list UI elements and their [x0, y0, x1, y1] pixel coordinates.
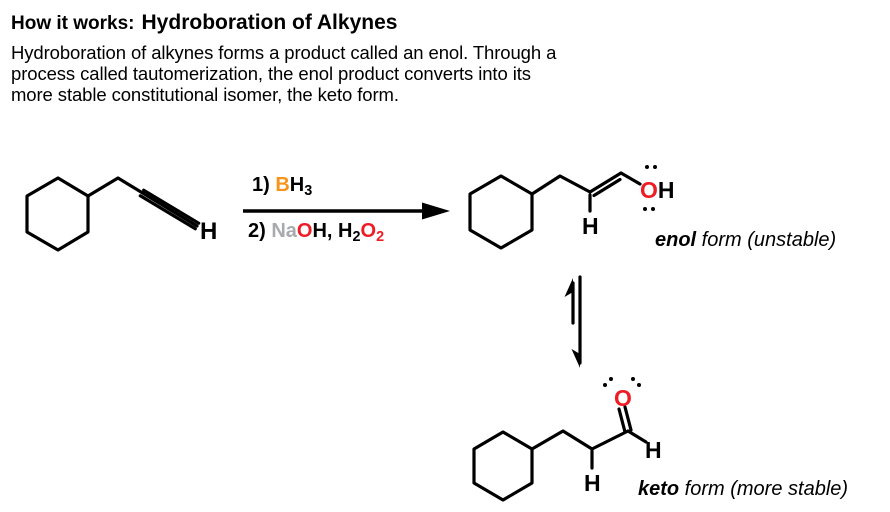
lone-pair-dot — [653, 165, 657, 169]
lone-pair-dot — [609, 377, 613, 381]
cyclohexane-ring — [472, 430, 534, 502]
enol-caption-rest: form (unstable) — [696, 229, 837, 251]
reagent-step-2: 2) NaOH, H2O2 — [248, 220, 384, 244]
equilibrium-down-arrow-head — [571, 349, 580, 368]
triple-bond-line-upper — [142, 188, 201, 225]
cyclohexane-ring — [25, 176, 90, 252]
lone-pair-dot — [637, 383, 641, 387]
equilibrium-up-arrow-head — [564, 278, 573, 297]
bh3-subscript: 3 — [304, 183, 313, 200]
keto-alpha-h-label: H — [584, 470, 601, 496]
lone-pair-dot — [651, 207, 655, 211]
step-2-number: 2) — [248, 220, 272, 242]
double-bond-main — [588, 171, 623, 194]
intro-paragraph: Hydroboration of alkynes forms a product… — [11, 42, 556, 105]
figure-title: How it works: Hydroboration of Alkynes — [11, 11, 397, 35]
alkyne-structure — [25, 176, 201, 252]
keto-caption-rest: form (more stable) — [679, 478, 849, 500]
oxygen-symbol: O — [296, 220, 313, 242]
boron-symbol: B — [275, 174, 290, 196]
keto-carbonyl-o-label: O — [614, 385, 632, 411]
propyl-chain-bond — [530, 429, 630, 451]
carbonyl-double-bond-right — [623, 405, 633, 432]
enol-lone-pairs — [643, 165, 657, 211]
intro-line-2: process called tautomerization, the enol… — [11, 63, 531, 84]
keto-caption-term: keto — [638, 478, 680, 500]
triple-bond-line-lower — [138, 194, 197, 231]
h2o2-subscript-1: 2 — [352, 229, 361, 246]
hydrogen-symbols: H, H — [312, 220, 353, 242]
c-o-bond — [619, 171, 642, 186]
equilibrium-arrows — [564, 275, 582, 368]
enol-caption-term: enol — [655, 229, 697, 251]
double-bond-inner — [592, 177, 622, 198]
lone-pair-dot — [643, 207, 647, 211]
carbonyl-double-bond-left — [617, 407, 627, 434]
title-prefix: How it works: — [11, 13, 135, 34]
enol-hydroxyl-h-symbol: H — [657, 177, 675, 203]
propargyl-chain-bond — [86, 176, 199, 228]
enol-vinyl-h-label: H — [582, 213, 599, 239]
keto-caption: keto form (more stable) — [638, 479, 848, 499]
enol-caption: enol form (unstable) — [655, 230, 836, 250]
enol-structure — [468, 171, 642, 250]
keto-lone-pairs — [603, 377, 641, 387]
reaction-arrow — [243, 202, 450, 220]
h2o2-subscript-2: 2 — [376, 229, 385, 246]
enol-oxygen-symbol: O — [640, 177, 658, 203]
aldehyde-c-h-bond — [626, 429, 648, 444]
lone-pair-dot — [645, 165, 649, 169]
reagent-step-1: 1) BH3 — [252, 174, 312, 198]
step-1-number: 1) — [252, 174, 276, 196]
allylic-chain-bond — [530, 174, 592, 196]
lone-pair-dot — [603, 383, 607, 387]
hydrogen-symbol: H — [289, 174, 305, 196]
intro-line-1: Hydroboration of alkynes forms a product… — [11, 42, 557, 63]
enol-hydroxyl-label: OH — [640, 179, 675, 202]
intro-line-3: more stable constitutional isomer, the k… — [11, 84, 399, 105]
cyclohexane-ring — [468, 174, 534, 250]
lone-pair-dot — [631, 377, 635, 381]
alkyne-terminal-h-label: H — [200, 218, 218, 245]
oxygen-symbol-2: O — [360, 220, 377, 242]
reaction-arrow-head — [422, 202, 450, 220]
keto-structure — [472, 405, 648, 502]
keto-aldehyde-h-label: H — [645, 437, 662, 463]
sodium-symbol: Na — [271, 220, 297, 242]
title-main: Hydroboration of Alkynes — [141, 11, 398, 34]
